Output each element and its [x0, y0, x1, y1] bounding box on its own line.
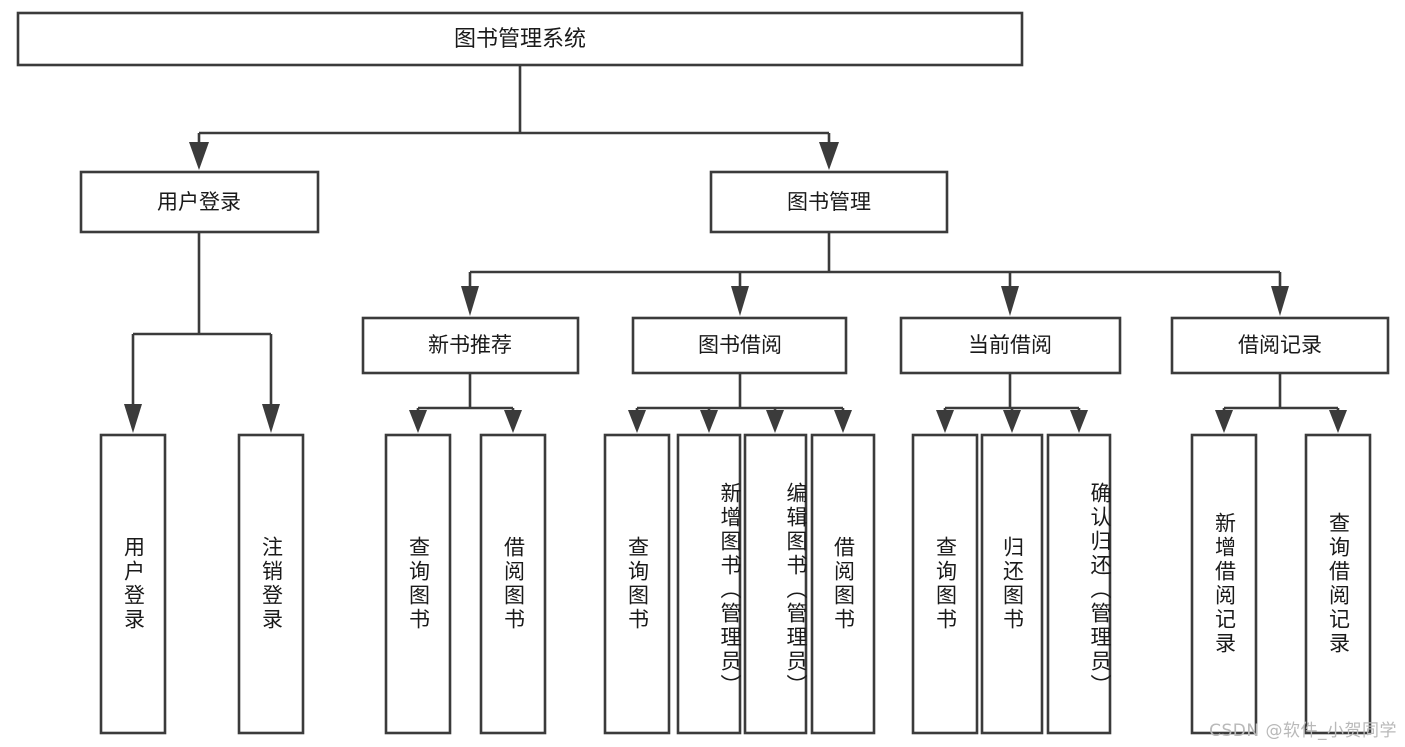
leaf-query-borrow-record-box[interactable] [1304, 433, 1372, 735]
leaf-user-login-box[interactable] [99, 433, 167, 735]
arrow-head-leaf-confirm-return [1070, 410, 1088, 433]
node-current-borrow[interactable]: 当前借阅 [899, 316, 1122, 375]
node-book-management[interactable]: 图书管理 [709, 170, 949, 234]
node-user-login-box[interactable] [79, 170, 320, 234]
leaf-confirm-return-box[interactable] [1046, 433, 1112, 735]
arrow-head-leaf-borrow-book-recommend [504, 410, 522, 433]
node-book-management-box[interactable] [709, 170, 949, 234]
node-current-borrow-box[interactable] [899, 316, 1122, 375]
arrow-head-leaf-borrow-book [834, 410, 852, 433]
node-book-management-label: 图书管理 [787, 190, 871, 214]
leaf-box-group [99, 433, 1372, 735]
connector-group-book-management [461, 232, 1289, 316]
leaf-add-borrow-record-box[interactable] [1190, 433, 1258, 735]
arrow-head-book-borrow [731, 286, 749, 316]
node-borrow-record[interactable]: 借阅记录 [1170, 316, 1390, 375]
connector-group-book-borrow [628, 373, 852, 433]
arrow-head-leaf-logout [262, 404, 280, 433]
arrow-head-leaf-query-book-borrow [628, 410, 646, 433]
arrow-head-leaf-query-book-recommend [409, 410, 427, 433]
node-book-borrow-label: 图书借阅 [698, 333, 782, 357]
node-new-book-recommend-label: 新书推荐 [428, 333, 512, 357]
leaf-add-book-box[interactable] [676, 433, 742, 735]
arrow-head-leaf-query-borrow-record [1329, 410, 1347, 433]
connector-group-user-login [124, 232, 280, 433]
csdn-watermark: CSDN @软件_小贺同学 [1209, 721, 1397, 741]
arrow-head-book-management [819, 142, 839, 170]
arrow-head-leaf-user-login [124, 404, 142, 433]
connector-group-new-book-recommend [409, 373, 522, 433]
connector-group-borrow-record [1215, 373, 1347, 433]
arrow-head-leaf-edit-book [766, 410, 784, 433]
leaf-edit-book-box[interactable] [743, 433, 808, 735]
node-borrow-record-label: 借阅记录 [1238, 333, 1322, 357]
node-user-login-label: 用户登录 [157, 190, 241, 214]
arrow-head-leaf-add-borrow-record [1215, 410, 1233, 433]
arrow-head-new-book-recommend [461, 286, 479, 316]
node-root-label: 图书管理系统 [454, 27, 586, 52]
arrow-head-leaf-add-book [700, 410, 718, 433]
node-root-box[interactable] [16, 11, 1024, 67]
arrow-head-borrow-record [1271, 286, 1289, 316]
node-current-borrow-label: 当前借阅 [968, 333, 1052, 357]
arrow-head-user-login [189, 142, 209, 170]
node-borrow-record-box[interactable] [1170, 316, 1390, 375]
connector-group-root [189, 65, 839, 170]
node-book-borrow[interactable]: 图书借阅 [631, 316, 848, 375]
leaf-query-book-recommend-box[interactable] [384, 433, 452, 735]
node-user-login[interactable]: 用户登录 [79, 170, 320, 234]
leaf-logout-box[interactable] [237, 433, 305, 735]
leaf-query-book-current-box[interactable] [911, 433, 979, 735]
node-book-borrow-box[interactable] [631, 316, 848, 375]
node-new-book-recommend-box[interactable] [361, 316, 580, 375]
node-root[interactable]: 图书管理系统 [16, 11, 1024, 67]
connector-group-current-borrow [936, 373, 1088, 433]
arrow-head-leaf-return-book [1003, 410, 1021, 433]
leaf-borrow-book-box[interactable] [810, 433, 876, 735]
arrow-head-leaf-query-book-current [936, 410, 954, 433]
leaf-query-book-borrow-box[interactable] [603, 433, 671, 735]
leaf-borrow-book-recommend-box[interactable] [479, 433, 547, 735]
node-new-book-recommend[interactable]: 新书推荐 [361, 316, 580, 375]
leaf-return-book-box[interactable] [980, 433, 1044, 735]
arrow-head-current-borrow [1001, 286, 1019, 316]
